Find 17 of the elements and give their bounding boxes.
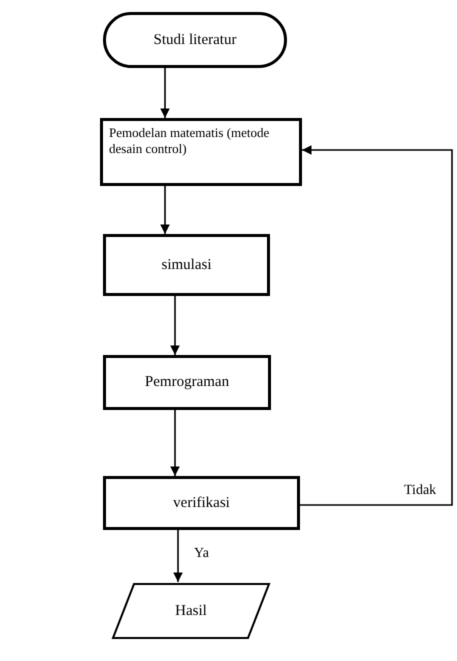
arrow (160, 68, 170, 118)
node-text: Pemodelan matematis (metode desain control) (109, 125, 270, 158)
process-box (103, 234, 270, 296)
process-box (103, 355, 271, 410)
node-text: simulasi (161, 256, 212, 274)
arrow (160, 186, 170, 234)
io-parallelogram (112, 582, 270, 640)
process-box (100, 118, 302, 186)
arrow (173, 530, 183, 582)
node-text: Pemrograman (144, 373, 230, 392)
arrow (170, 410, 180, 476)
node-text: Hasil (175, 602, 207, 620)
arrow (300, 145, 453, 506)
node-text: verifikasi (173, 494, 230, 512)
process-box (103, 476, 300, 530)
node-text: Studi literatur (154, 30, 236, 50)
arrow (170, 296, 180, 355)
